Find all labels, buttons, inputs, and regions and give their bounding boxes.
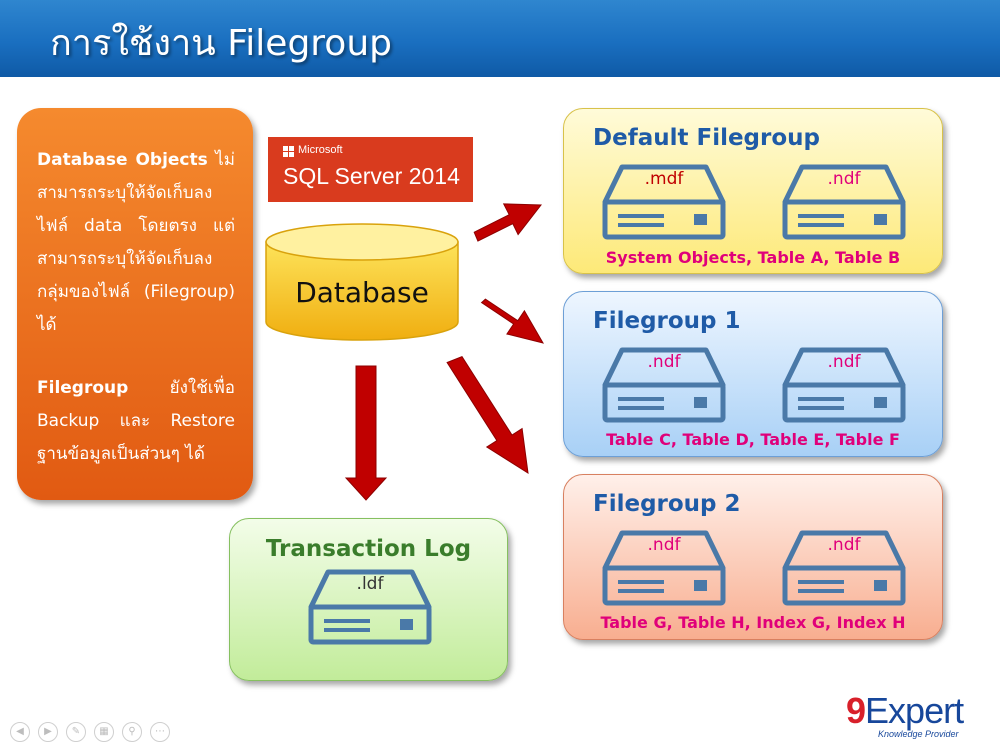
database-cylinder-icon [265,223,459,341]
data-file-drive: .mdf [602,164,726,240]
filegroup-contents-caption: Table C, Table D, Table E, Table F [606,430,900,449]
logo-wordmark: 9Expert [846,690,964,732]
transaction-log-panel: Transaction Log .ldf [229,518,508,681]
file-extension-label: .ndf [827,169,861,189]
file-extension-label: .mdf [644,169,684,189]
file-extension-label: .ndf [827,352,861,372]
logo-expert: Expert [865,690,964,731]
header-bar: การใช้งาน Filegroup [0,0,1000,77]
filegroup-contents-caption: System Objects, Table A, Table B [605,248,901,267]
transaction-log-title: Transaction Log [265,536,472,562]
more-icon[interactable]: ⋯ [150,722,170,742]
arrow-to-filegroup-2 [446,355,529,474]
sql-server-logo: Microsoft SQL Server 2014 [268,137,473,202]
logo-nine: 9 [846,690,866,731]
slide-title: การใช้งาน Filegroup [50,23,392,64]
filegroup-1-panel: Filegroup 1 .ndf .ndf Table C, Table D, … [563,291,943,457]
filegroup-2-title: Filegroup 2 [593,491,741,517]
logo-tagline: Knowledge Provider [878,729,959,739]
file-extension-label: .ldf [356,574,384,594]
data-file-drive: .ndf [782,347,906,423]
product-name: SQL Server 2014 [283,163,460,189]
file-extension-label: .ndf [647,535,681,555]
description-note: Database Objects ไม่สามารถระบุให้จัดเก็บ… [17,108,253,500]
arrow-to-transaction-log [344,365,388,501]
filegroup-1-title: Filegroup 1 [593,308,741,334]
slides-icon[interactable]: ▦ [94,722,114,742]
vendor-name: Microsoft [298,144,343,156]
slide-navigation: ◀ ▶ ✎ ▦ ⚲ ⋯ [10,722,170,742]
9expert-logo: 9Expert Knowledge Provider [846,690,986,744]
data-file-drive: .ndf [782,530,906,606]
data-file-drive: .ndf [782,164,906,240]
data-file-drive: .ndf [602,347,726,423]
pen-icon[interactable]: ✎ [66,722,86,742]
note-bold-term-1: Database Objects [37,150,208,170]
filegroup-2-panel: Filegroup 2 .ndf .ndf Table G, Table H, … [563,474,943,640]
database-label: Database [295,276,429,309]
prev-icon[interactable]: ◀ [10,722,30,742]
log-file-drive: .ldf [308,569,432,645]
note-text-2: ยังใช้เพื่อ Backup และ Restore ฐานข้อมูล… [37,378,235,464]
file-extension-label: .ndf [647,352,681,372]
zoom-icon[interactable]: ⚲ [122,722,142,742]
note-bold-term-2: Filegroup [37,378,129,398]
note-paragraph-1: Database Objects ไม่สามารถระบุให้จัดเก็บ… [37,144,235,342]
filegroup-contents-caption: Table G, Table H, Index G, Index H [600,613,906,632]
microsoft-logo-icon [283,146,294,157]
data-file-drive: .ndf [602,530,726,606]
arrow-to-default-filegroup [473,203,542,242]
default-filegroup-panel: Default Filegroup .mdf .ndf System Objec… [563,108,943,274]
file-extension-label: .ndf [827,535,861,555]
default-filegroup-title: Default Filegroup [593,125,821,151]
arrow-to-filegroup-1 [480,298,545,344]
note-text-1: ไม่สามารถระบุให้จัดเก็บลงไฟล์ data โดยตร… [37,150,235,335]
next-icon[interactable]: ▶ [38,722,58,742]
note-paragraph-2: Filegroup ยังใช้เพื่อ Backup และ Restore… [37,372,235,471]
